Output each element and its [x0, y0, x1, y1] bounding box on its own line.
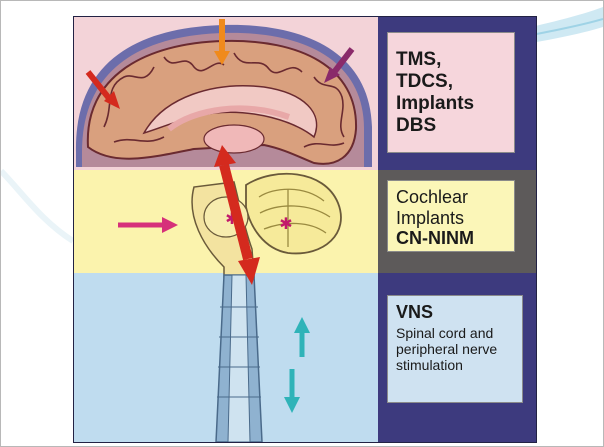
- label-line: DBS: [396, 115, 506, 137]
- star-icon: ✱: [279, 216, 292, 233]
- label-line: Spinal cord and: [396, 325, 514, 341]
- brainstem-stimulation-label: Cochlear Implants CN-NINM: [387, 180, 515, 252]
- label-line-bold: CN-NINM: [396, 228, 506, 249]
- thalamus: [204, 125, 264, 153]
- label-line: peripheral nerve: [396, 341, 514, 357]
- neurostimulation-figure: ✱ ✱: [73, 16, 537, 443]
- cortex-stimulation-label: TMS, TDCS, Implants DBS: [387, 32, 515, 153]
- label-line: Implants: [396, 93, 506, 115]
- label-title: VNS: [396, 302, 514, 323]
- spinal-stimulation-label: VNS Spinal cord and peripheral nerve sti…: [387, 295, 523, 403]
- label-line: Cochlear: [396, 187, 506, 208]
- label-line: Implants: [396, 208, 506, 229]
- spinal-cord: [228, 275, 250, 442]
- label-line: TMS,: [396, 49, 506, 71]
- label-line: stimulation: [396, 357, 514, 373]
- label-line: TDCS,: [396, 71, 506, 93]
